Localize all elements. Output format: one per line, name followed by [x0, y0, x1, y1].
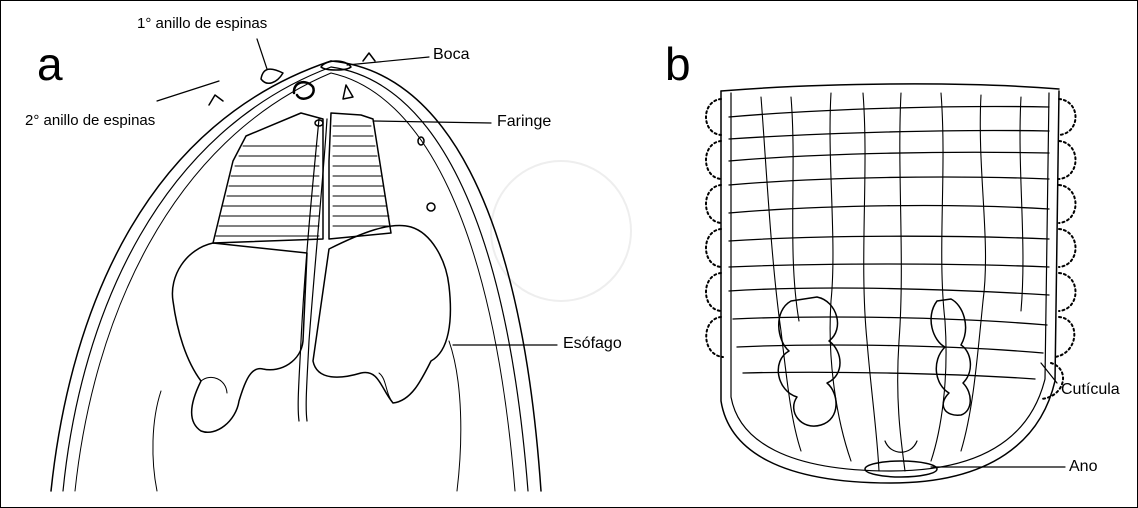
esophagus-fold-right — [379, 373, 393, 403]
tail-longitudinal — [761, 93, 1023, 471]
panel-b-letter: b — [665, 41, 691, 87]
tail-top-edge — [721, 84, 1059, 91]
lower-body-right — [449, 341, 461, 491]
esophagus-fold-left — [201, 377, 227, 393]
label-pharynx: Faringe — [497, 113, 551, 131]
tail-outline-inner — [731, 93, 1049, 471]
panel-b-tail-drawing — [706, 84, 1076, 483]
leader-ring1 — [257, 39, 267, 69]
esophagus-lumen-left — [298, 119, 319, 421]
label-esophagus: Esófago — [563, 335, 622, 353]
tail-outline-outer — [721, 91, 1059, 483]
leader-faringe — [373, 121, 491, 123]
spine-small-right — [363, 53, 375, 61]
vesicle-3 — [427, 203, 435, 211]
pharynx-left-block — [213, 113, 323, 243]
intestine-right — [931, 299, 970, 415]
vesicle-2 — [418, 137, 424, 145]
label-cuticle: Cutícula — [1061, 381, 1120, 399]
label-mouth: Boca — [433, 46, 469, 64]
label-ring1-spines: 1° anillo de espinas — [137, 15, 267, 32]
panel-a-letter: a — [37, 41, 63, 87]
label-anus: Ano — [1069, 458, 1097, 476]
lower-body-left — [153, 391, 161, 491]
esophagus-lumen-right — [306, 119, 327, 421]
spine-ring-1 — [261, 69, 283, 83]
panel-a-head-drawing — [51, 39, 557, 491]
spine-ring-2 — [209, 95, 223, 105]
leader-ring2 — [157, 81, 219, 101]
watermark-circle — [491, 161, 631, 301]
tail-annulations — [729, 106, 1049, 379]
esophagus-left-lobe — [172, 243, 307, 432]
leader-boca — [347, 57, 429, 65]
pharynx-hook — [294, 82, 314, 99]
pharynx-tip — [343, 85, 353, 99]
label-ring2-spines: 2° anillo de espinas — [25, 112, 155, 129]
mouth-opening — [321, 61, 351, 70]
